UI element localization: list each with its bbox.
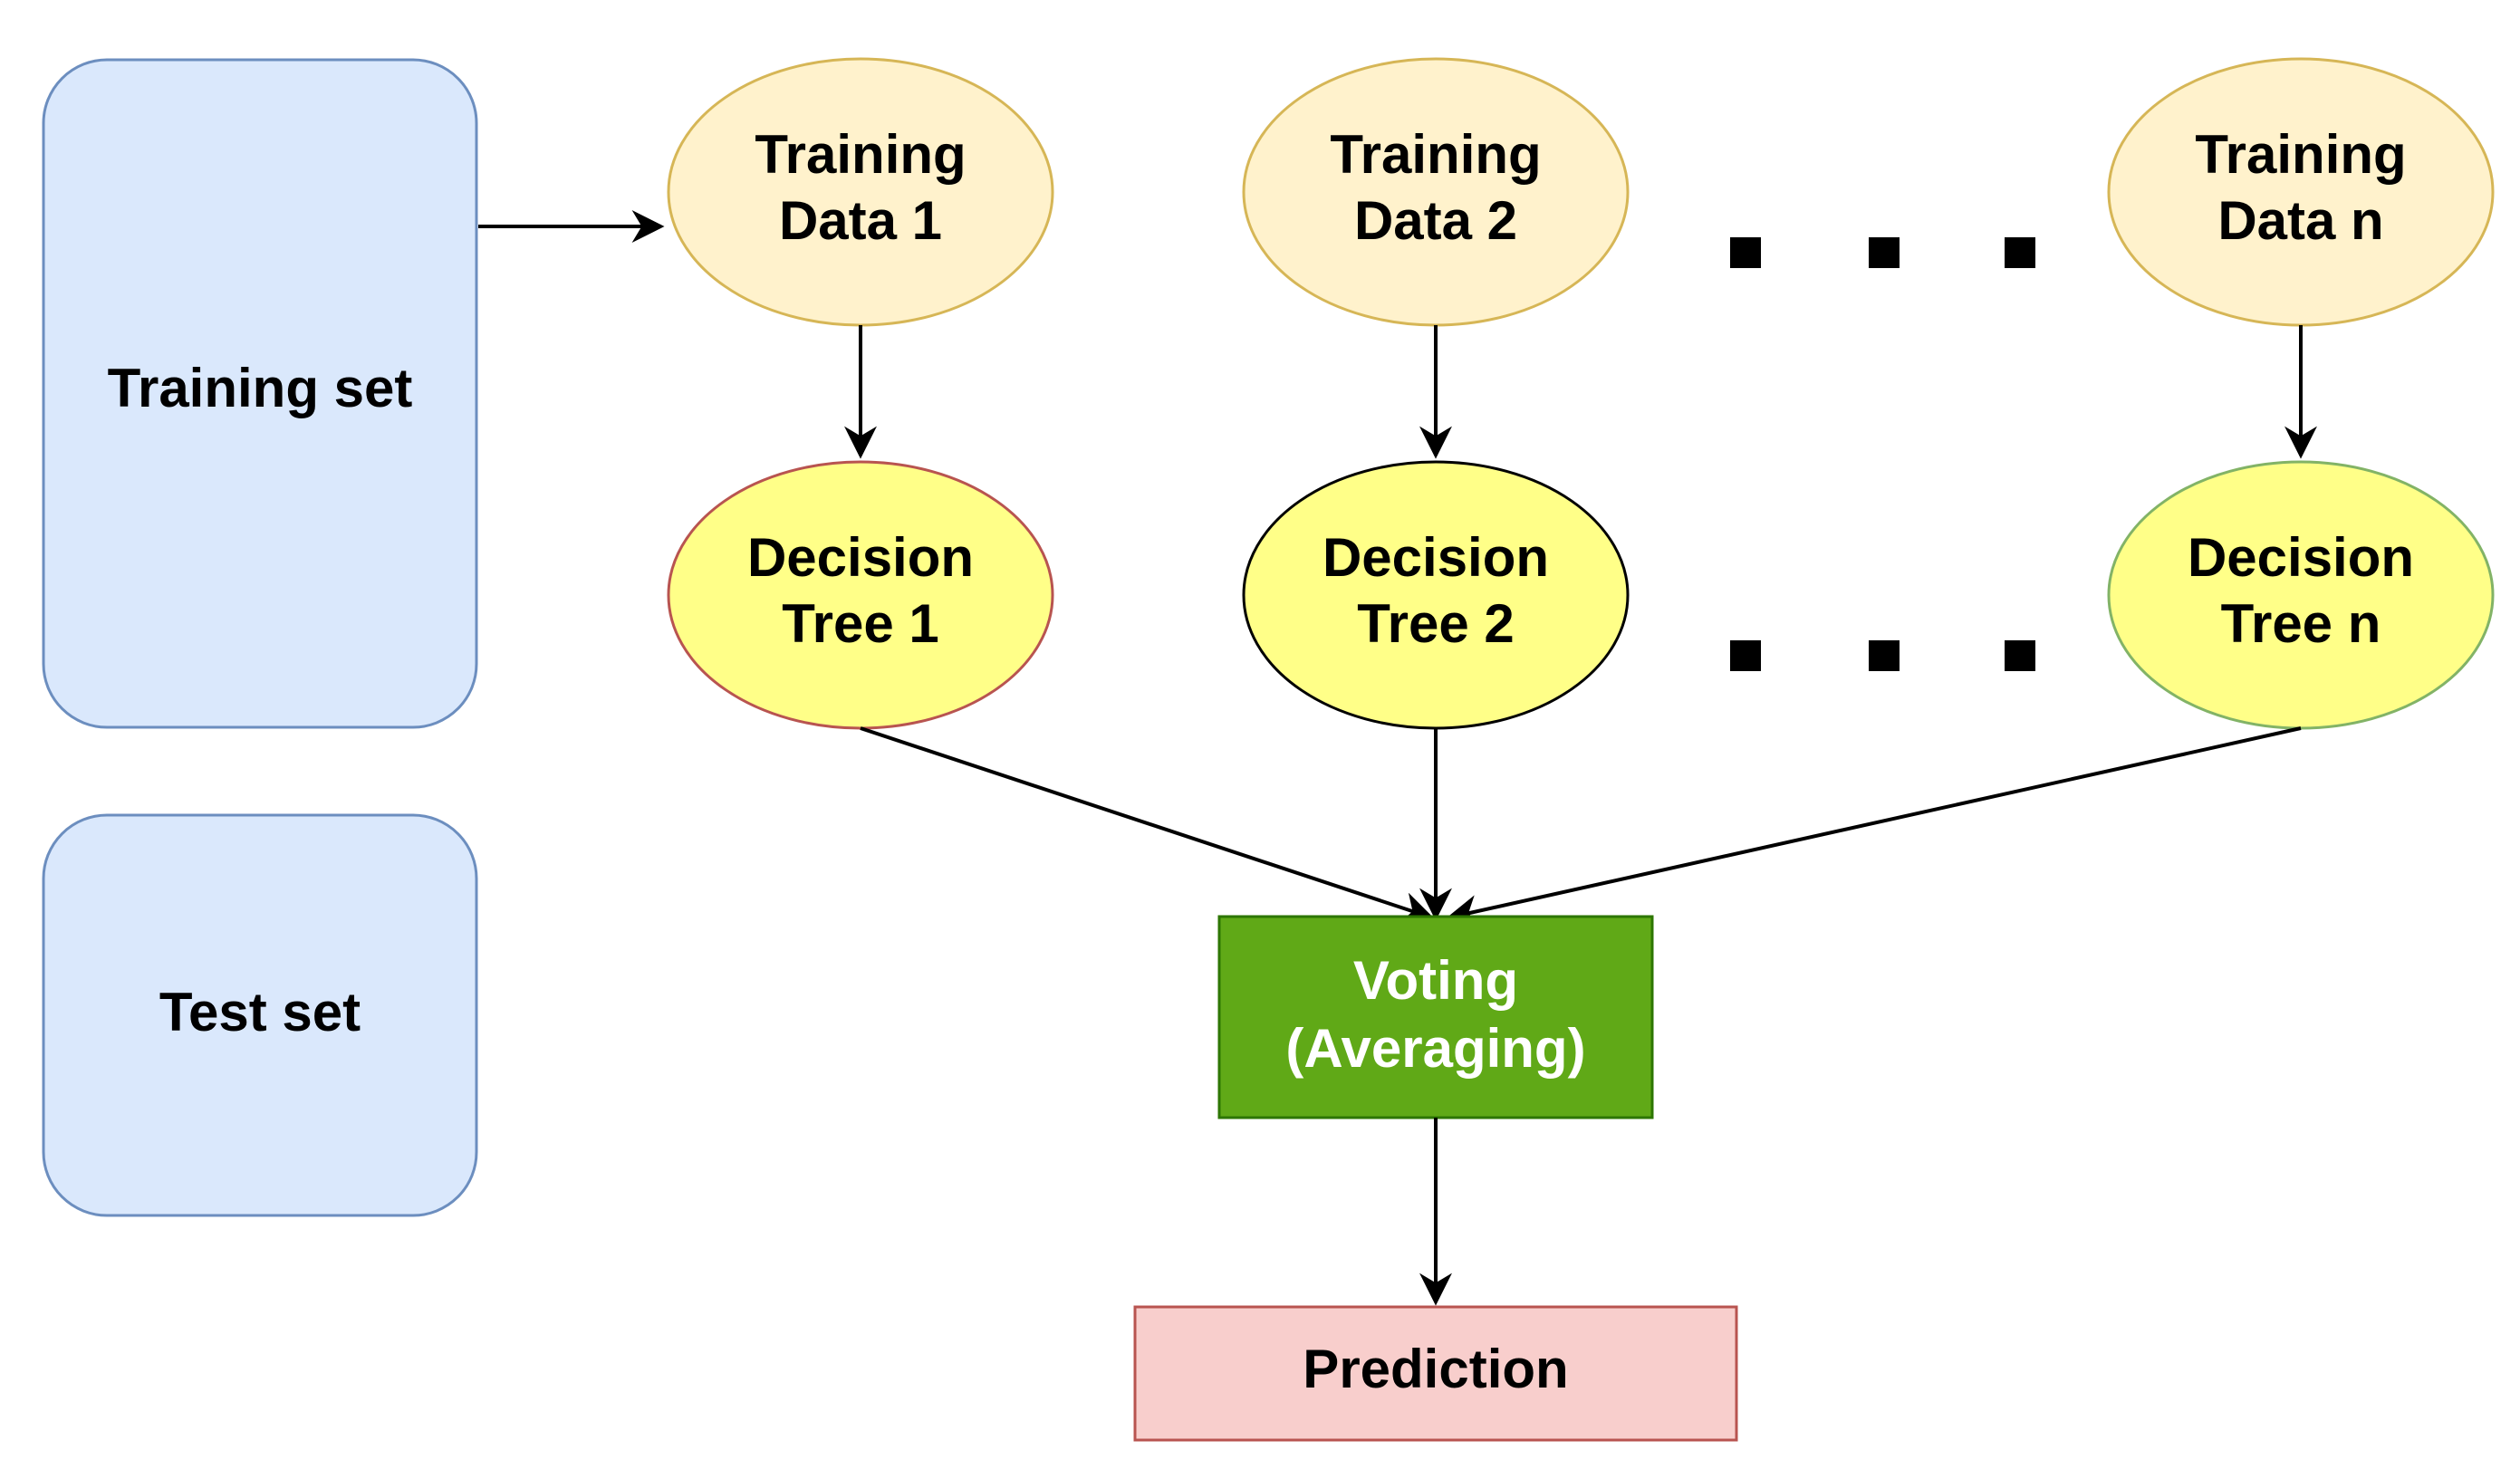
decision-tree-1-line1: Decision bbox=[747, 527, 974, 588]
training-data-node-1: Training Data 1 bbox=[667, 57, 1054, 327]
training-data-node-n: Training Data n bbox=[2107, 57, 2495, 327]
decision-tree-2-line2: Tree 2 bbox=[1357, 593, 1514, 654]
decision-tree-n-line2: Tree n bbox=[2221, 593, 2381, 654]
training-data-n-line1: Training bbox=[2195, 124, 2406, 185]
arrow-tree-1-to-voting bbox=[860, 726, 1435, 924]
training-data-1-line1: Training bbox=[755, 124, 966, 185]
voting-box: Voting (Averaging) bbox=[1217, 915, 1654, 1119]
training-set-label: Training set bbox=[108, 358, 413, 418]
prediction-label: Prediction bbox=[1303, 1339, 1568, 1399]
voting-label-line2: (Averaging) bbox=[1285, 1018, 1585, 1079]
training-data-2-line2: Data 2 bbox=[1354, 190, 1517, 251]
training-set-box: Training set bbox=[42, 58, 478, 729]
decision-tree-1-line2: Tree 1 bbox=[782, 593, 938, 654]
test-set-label: Test set bbox=[159, 982, 361, 1042]
decision-tree-node-1: Decision Tree 1 bbox=[667, 460, 1054, 730]
ellipsis-dots-row-1 bbox=[1730, 237, 2035, 268]
decision-tree-2-line1: Decision bbox=[1323, 527, 1549, 588]
test-set-box: Test set bbox=[42, 813, 478, 1217]
training-data-1-line2: Data 1 bbox=[779, 190, 942, 251]
ellipsis-dots-row-2 bbox=[1730, 640, 2035, 671]
voting-label-line1: Voting bbox=[1353, 950, 1518, 1011]
arrow-tree-n-to-voting bbox=[1446, 726, 2302, 927]
prediction-box: Prediction bbox=[1133, 1305, 1738, 1442]
decision-tree-node-2: Decision Tree 2 bbox=[1242, 460, 1630, 730]
training-data-2-line1: Training bbox=[1330, 124, 1541, 185]
decision-tree-node-n: Decision Tree n bbox=[2107, 460, 2495, 730]
training-data-node-2: Training Data 2 bbox=[1242, 57, 1630, 327]
training-data-n-line2: Data n bbox=[2217, 190, 2383, 251]
decision-tree-n-line1: Decision bbox=[2188, 527, 2414, 588]
